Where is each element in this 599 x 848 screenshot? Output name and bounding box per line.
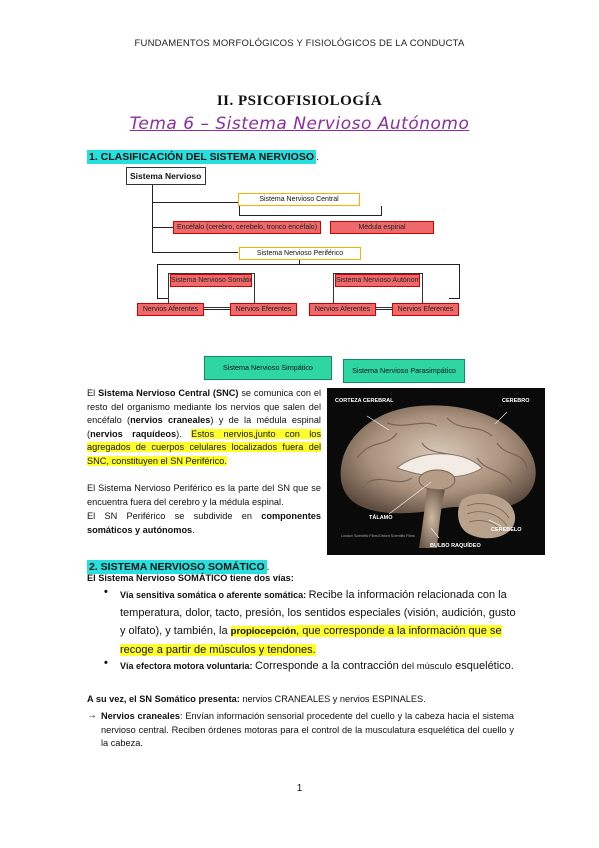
bullet-via-sensitiva: Vía sensitiva somática o aferente somáti… [120, 589, 516, 656]
node-medula: Médula espinal [330, 221, 434, 234]
node-parasimpatico: Sistema Nervioso Parasimpático [343, 359, 465, 383]
label-talamo: TÁLAMO [369, 515, 393, 521]
heading-classification: 1. CLASIFICACIÓN DEL SISTEMA NERVIOSO. [87, 150, 319, 164]
image-credit: London Scientific Films/Oxford Scientifi… [341, 534, 415, 538]
node-eferentes-autonomo: Nervios Eferentes [392, 303, 459, 316]
node-encefalo: Encéfalo (cerebro, cerebelo, tronco encé… [173, 221, 321, 234]
label-cerebro: CEREBRO [502, 398, 530, 404]
brain-sagittal-image: CORTEZA CEREBRAL CEREBRO TÁLAMO CEREBELO… [327, 388, 545, 555]
label-corteza: CORTEZA CEREBRAL [335, 398, 394, 404]
section-title: II. PSICOFISIOLOGÍA [216, 93, 383, 109]
bullet-dot-2: • [104, 657, 108, 669]
paragraph-snc: El Sistema Nervioso Central (SNC) se com… [87, 388, 321, 466]
node-eferentes-somatico: Nervios Eferentes [230, 303, 297, 316]
node-snp: Sistema Nervioso Periférico [239, 247, 361, 260]
node-simpatico: Sistema Nervioso Simpático [204, 356, 332, 380]
label-cerebelo: CEREBELO [491, 527, 522, 533]
paragraph-somatico-vias: El Sistema Nervioso SOMÁTICO tiene dos v… [87, 573, 294, 583]
topic-title: Tema 6 – Sistema Nervioso Autónomo [129, 114, 470, 134]
node-somatico: Sistema Nervioso Somático [170, 274, 252, 287]
paragraph-somatico-nervios: A su vez, el SN Somático presenta: nervi… [87, 694, 426, 704]
paragraph-snp: El Sistema Nervioso Periférico es la par… [87, 483, 321, 507]
node-snc: Sistema Nervioso Central [238, 193, 360, 206]
bullet-dot-1: • [104, 586, 108, 598]
heading-somatico: 2. SISTEMA NERVIOSO SOMÁTICO. [87, 560, 270, 574]
node-aferentes-autonomo: Nervios Aferentes [309, 303, 376, 316]
node-autonomo: Sistema Nervioso Autónomo [335, 274, 420, 287]
classification-diagram: Sistema Nervioso Sistema Nervioso Centra… [0, 0, 599, 400]
label-bulbo: BULBO RAQUÍDEO [430, 543, 481, 549]
page-number: 1 [296, 783, 303, 794]
node-aferentes-somatico: Nervios Aferentes [137, 303, 204, 316]
paragraph-nervios-craneales: Nervios craneales: Envían información se… [101, 711, 514, 749]
paragraph-snp-subdivision: El SN Periférico se subdivide en compone… [87, 511, 321, 535]
page-header: FUNDAMENTOS MORFOLÓGICOS Y FISIOLÓGICOS … [134, 38, 465, 49]
brain-illustration [340, 405, 536, 548]
bullet-via-efectora: Vía efectora motora voluntaria: Correspo… [120, 660, 514, 672]
arrow-icon: → [87, 710, 97, 721]
node-sistema-nervioso: Sistema Nervioso [126, 167, 206, 185]
